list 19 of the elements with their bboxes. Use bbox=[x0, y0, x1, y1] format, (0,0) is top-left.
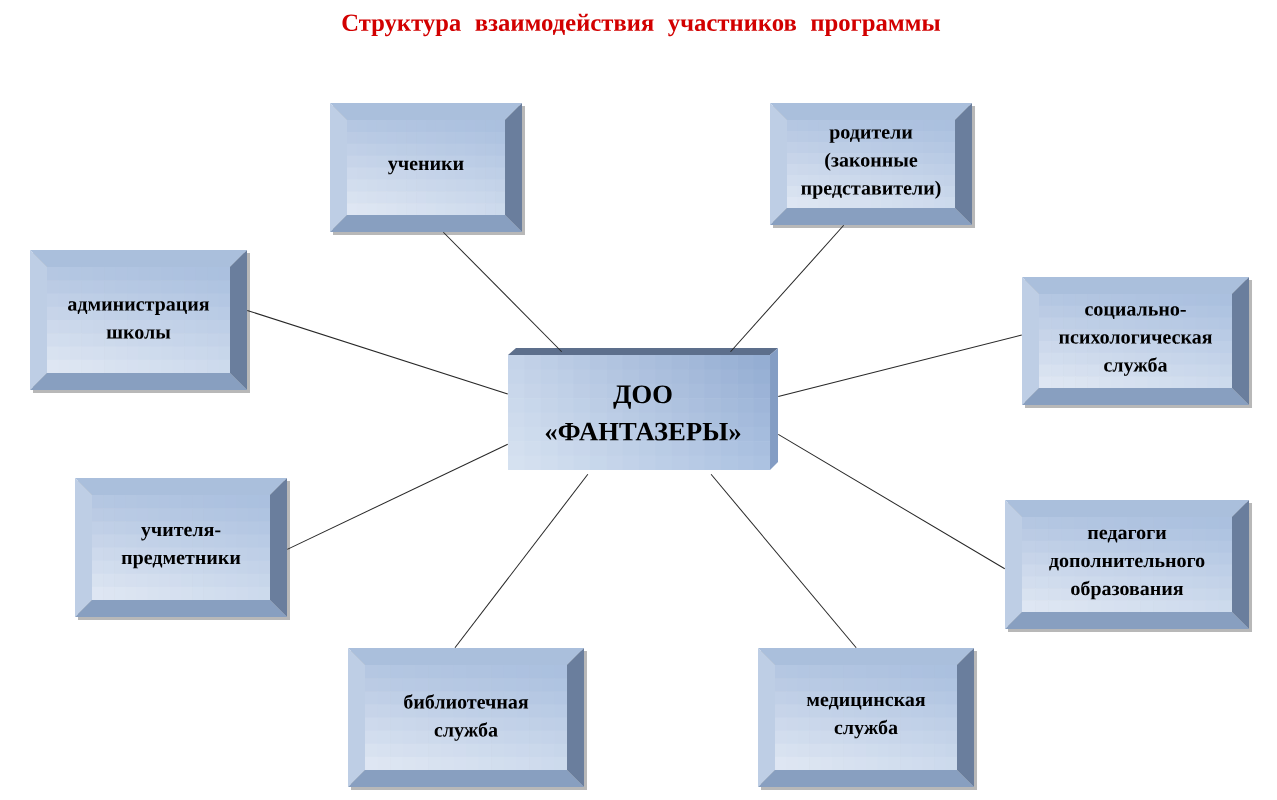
beveled-box: медицинская служба bbox=[758, 648, 977, 790]
connector-line bbox=[710, 473, 857, 649]
connector-line bbox=[777, 433, 1006, 570]
connector-line bbox=[730, 224, 845, 353]
beveled-box: библиотечная служба bbox=[348, 648, 587, 790]
connector-line bbox=[777, 334, 1023, 397]
beveled-box: педагоги дополнительного образования bbox=[1005, 500, 1252, 632]
title: Структура взаимодействия участников программы bbox=[342, 13, 941, 37]
connector-line bbox=[246, 310, 509, 395]
connector-line bbox=[442, 231, 563, 353]
beveled-box: администрация школы bbox=[30, 250, 250, 393]
node-label: ДОО «ФАНТАЗЕРЫ» bbox=[545, 385, 741, 441]
beveled-box: ученики bbox=[330, 103, 525, 235]
beveled-box: родители (законные представители) bbox=[770, 103, 975, 228]
3d-box: ДОО «ФАНТАЗЕРЫ» bbox=[508, 348, 778, 470]
beveled-box: учителя-предметники bbox=[75, 478, 290, 620]
beveled-box: социально-психологическая служба bbox=[1022, 277, 1252, 408]
connector-line bbox=[286, 443, 509, 550]
connector-line bbox=[454, 473, 589, 649]
